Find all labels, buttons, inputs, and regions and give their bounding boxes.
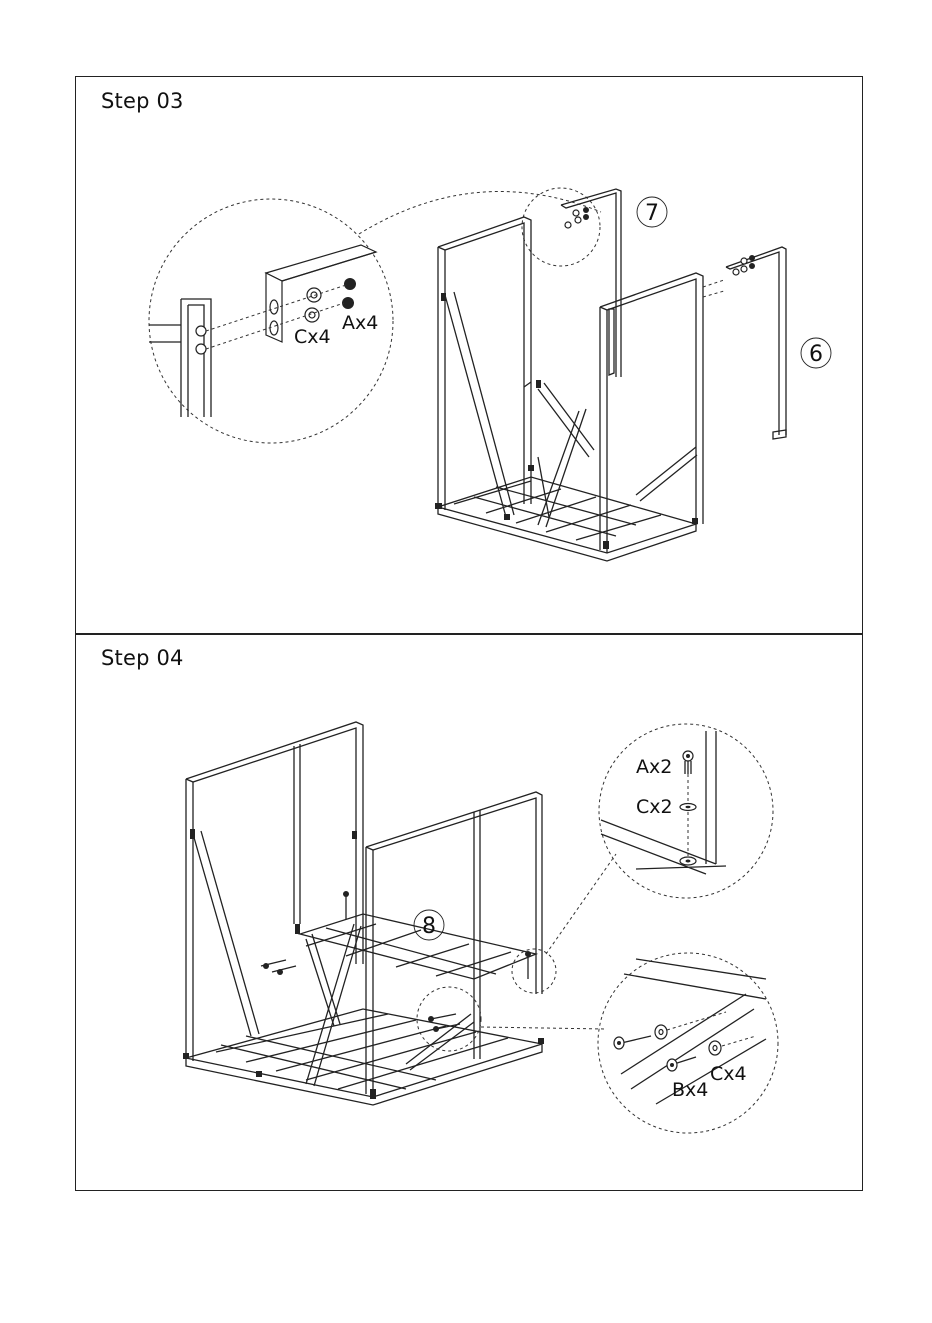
step-03-label-ax4: Ax4 <box>342 312 378 334</box>
step-03-part-7-label: 7 <box>645 201 659 226</box>
step-04-detail-circle-bottom <box>598 953 778 1133</box>
step-03-part-6-label: 6 <box>809 342 823 367</box>
step-04-label-cx2: Cx2 <box>636 796 673 818</box>
step-04-panel: Step 04 <box>75 633 863 1191</box>
step-03-label-cx4: Cx4 <box>294 326 331 348</box>
step-04-zoom-marker-top <box>512 949 556 993</box>
step-04-label-ax2: Ax2 <box>636 756 672 778</box>
step-04-detail-circle-top <box>599 724 773 898</box>
step-03-drawing: Cx4 Ax4 <box>76 77 864 636</box>
step-04-drawing: 8 Ax2 Cx2 <box>76 634 864 1192</box>
step-04-label-bx4: Bx4 <box>672 1079 708 1101</box>
step-04-label-cx4: Cx4 <box>710 1063 747 1085</box>
step-04-frame <box>183 722 544 1105</box>
step-03-panel: Step 03 Cx4 Ax4 <box>75 76 863 635</box>
step-04-part-8-label: 8 <box>422 914 436 939</box>
step-03-frame <box>435 189 786 561</box>
step-03-zoom-marker <box>522 188 600 266</box>
